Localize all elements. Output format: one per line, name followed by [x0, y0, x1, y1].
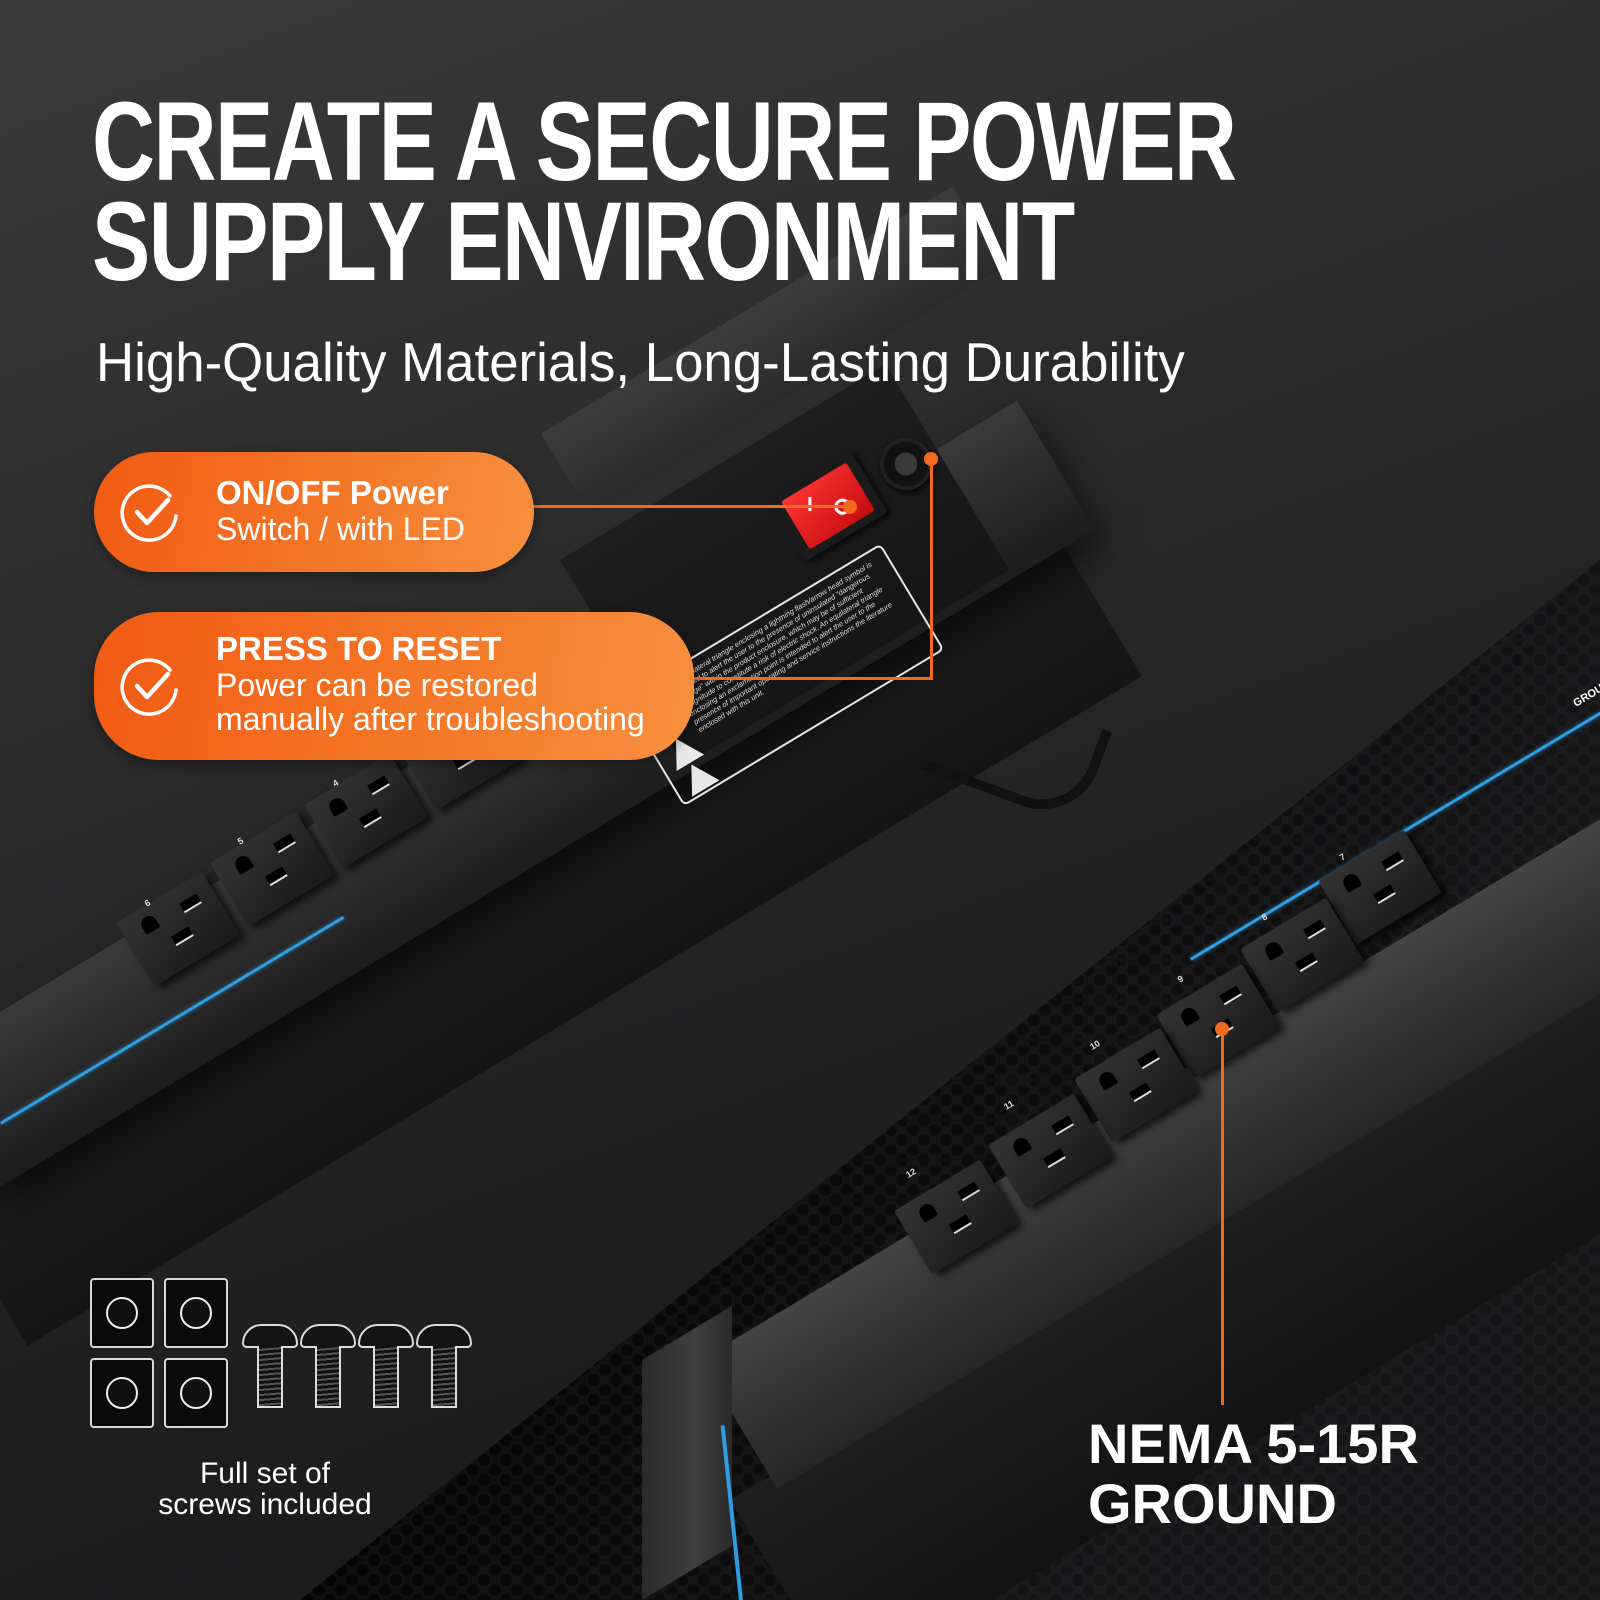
page-title: CREATE A SECURE POWER SUPPLY ENVIRONMENT: [92, 79, 1237, 304]
subtitle: High-Quality Materials, Long-Lasting Dur…: [96, 331, 1185, 393]
cage-nut-icon: [164, 1278, 228, 1348]
cage-nut-icon: [90, 1358, 154, 1428]
screw-icon: [242, 1324, 298, 1408]
outlet-type-caption: NEMA 5-15R GROUND: [1088, 1412, 1419, 1535]
feature-description: Power can be restored: [216, 667, 538, 703]
callout-line: [1221, 1030, 1224, 1405]
screw-icon: [416, 1324, 472, 1408]
callout-line: [530, 505, 850, 508]
callout-dot: [843, 500, 857, 514]
check-circle-icon: [120, 484, 178, 542]
check-circle-icon: [120, 658, 178, 716]
callout-line: [930, 460, 933, 680]
screw-set: [90, 1278, 472, 1428]
screw-icon: [358, 1324, 414, 1408]
feature-description: manually after troubleshooting: [216, 701, 645, 737]
screw-caption: Full set of screws included: [158, 1457, 372, 1521]
feature-title: ON/OFF Power: [216, 474, 449, 511]
callout-dot: [1215, 1022, 1229, 1036]
feature-callout-reset: PRESS TO RESET Power can be restored man…: [94, 612, 694, 760]
callout-dot: [924, 452, 938, 466]
feature-description: Switch / with LED: [216, 511, 465, 547]
callout-line: [680, 677, 933, 680]
feature-title: PRESS TO RESET: [216, 630, 502, 667]
cage-nut-icon: [164, 1358, 228, 1428]
reset-button: [880, 438, 932, 490]
screw-icon: [300, 1324, 356, 1408]
feature-callout-power-switch: ON/OFF Power Switch / with LED: [94, 452, 534, 572]
cage-nut-icon: [90, 1278, 154, 1348]
